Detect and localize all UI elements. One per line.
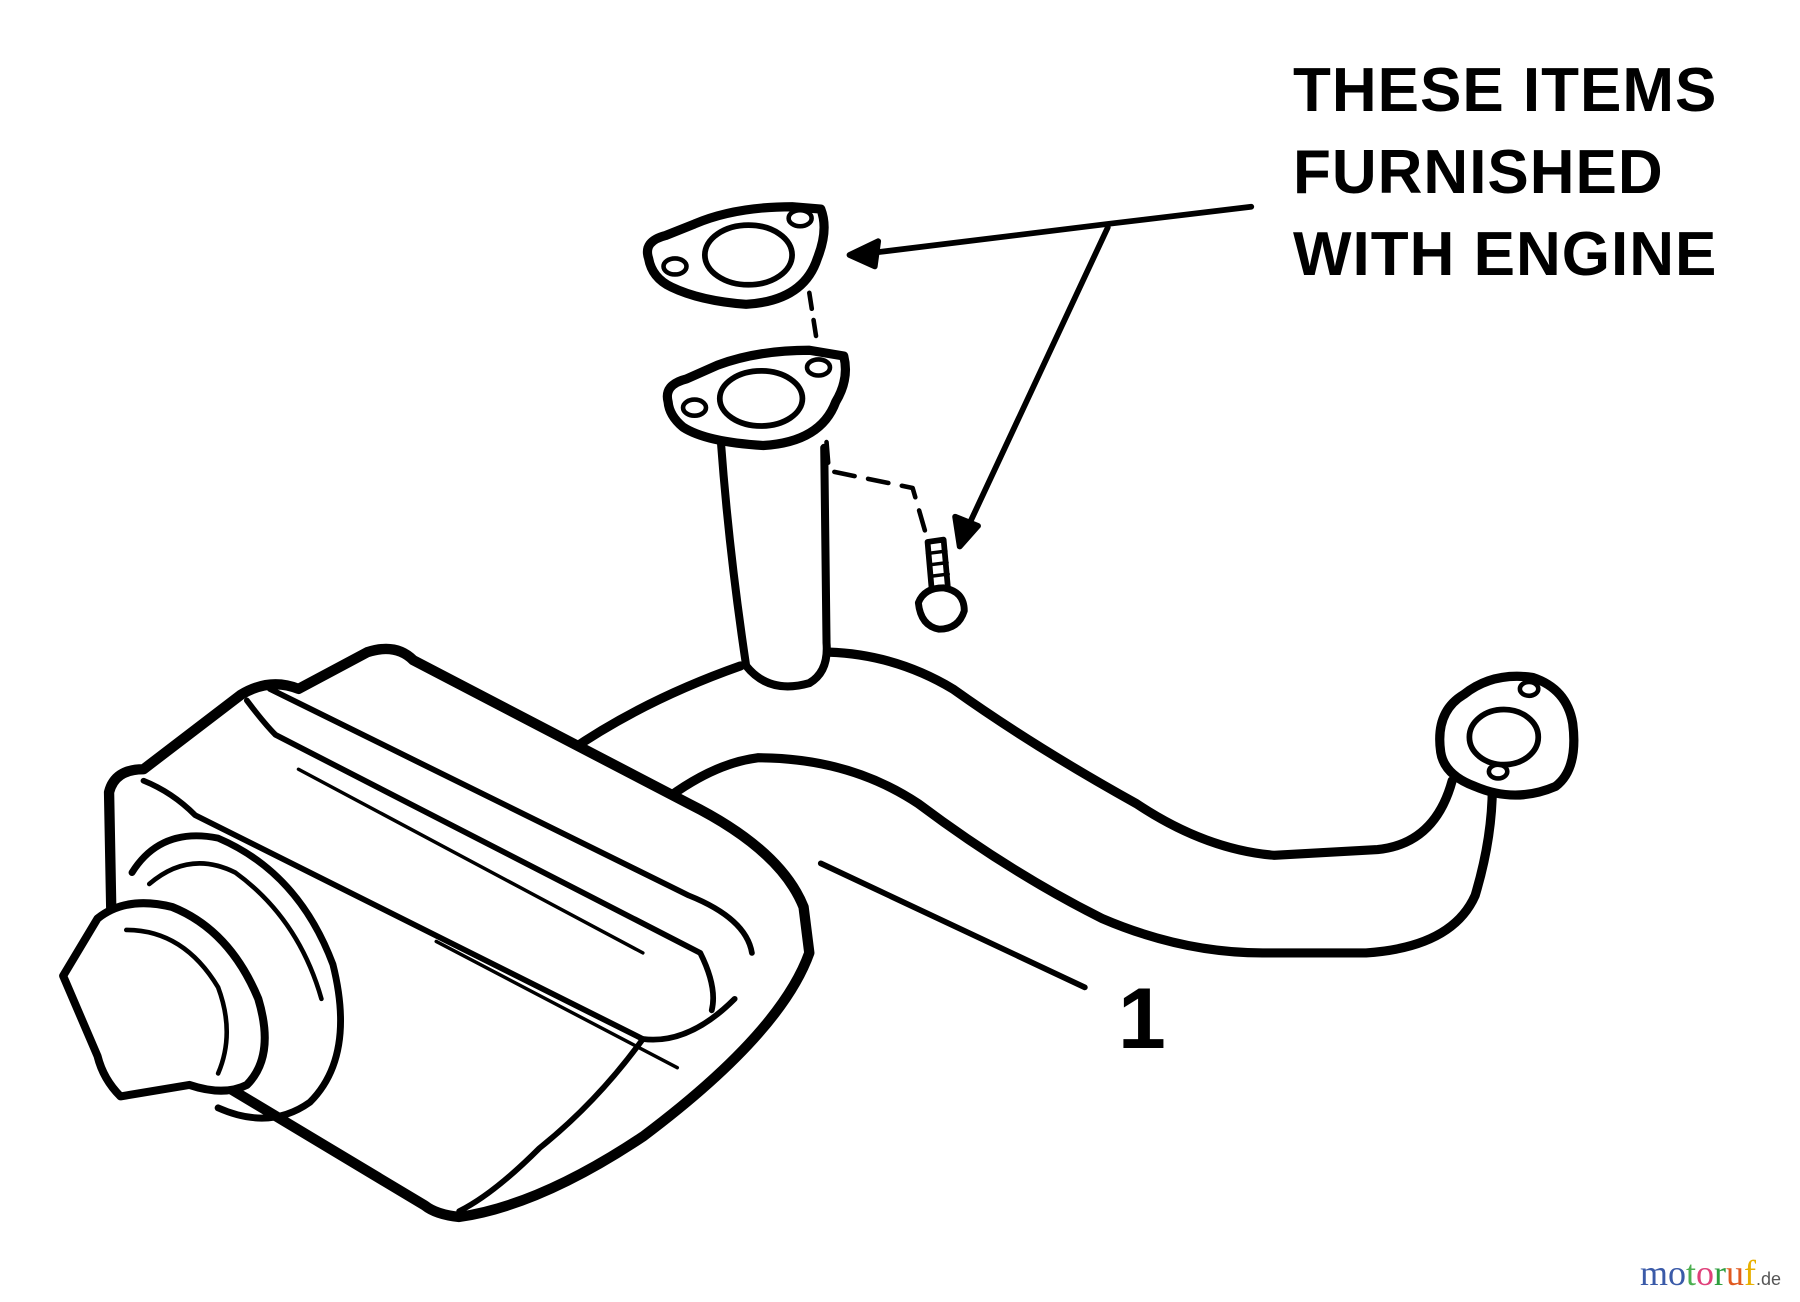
logo-suffix: .de [1756, 1269, 1782, 1289]
furnished-with-engine-note: THESE ITEMS FURNISHED WITH ENGINE [1293, 50, 1717, 296]
logo-letter: f [1744, 1253, 1757, 1293]
note-line: FURNISHED [1293, 138, 1664, 207]
exhaust-gasket [642, 202, 829, 309]
logo-letter: o [1696, 1253, 1715, 1293]
logo-letter: o [1668, 1253, 1687, 1293]
logo-letter: t [1686, 1253, 1697, 1293]
mounting-screw [914, 536, 968, 633]
inlet-flange [662, 345, 850, 451]
outlet-flange [1435, 671, 1579, 800]
logo-letter: r [1714, 1253, 1727, 1293]
leader-lines [817, 203, 1255, 991]
logo-letter: u [1726, 1253, 1745, 1293]
note-line: WITH ENGINE [1293, 220, 1718, 289]
muffler [59, 643, 815, 1223]
logo-letter: m [1640, 1253, 1669, 1293]
watermark-logo: motoruf.de [1640, 1252, 1781, 1294]
callout-number: 1 [1118, 971, 1166, 1067]
note-line: THESE ITEMS [1293, 56, 1718, 125]
